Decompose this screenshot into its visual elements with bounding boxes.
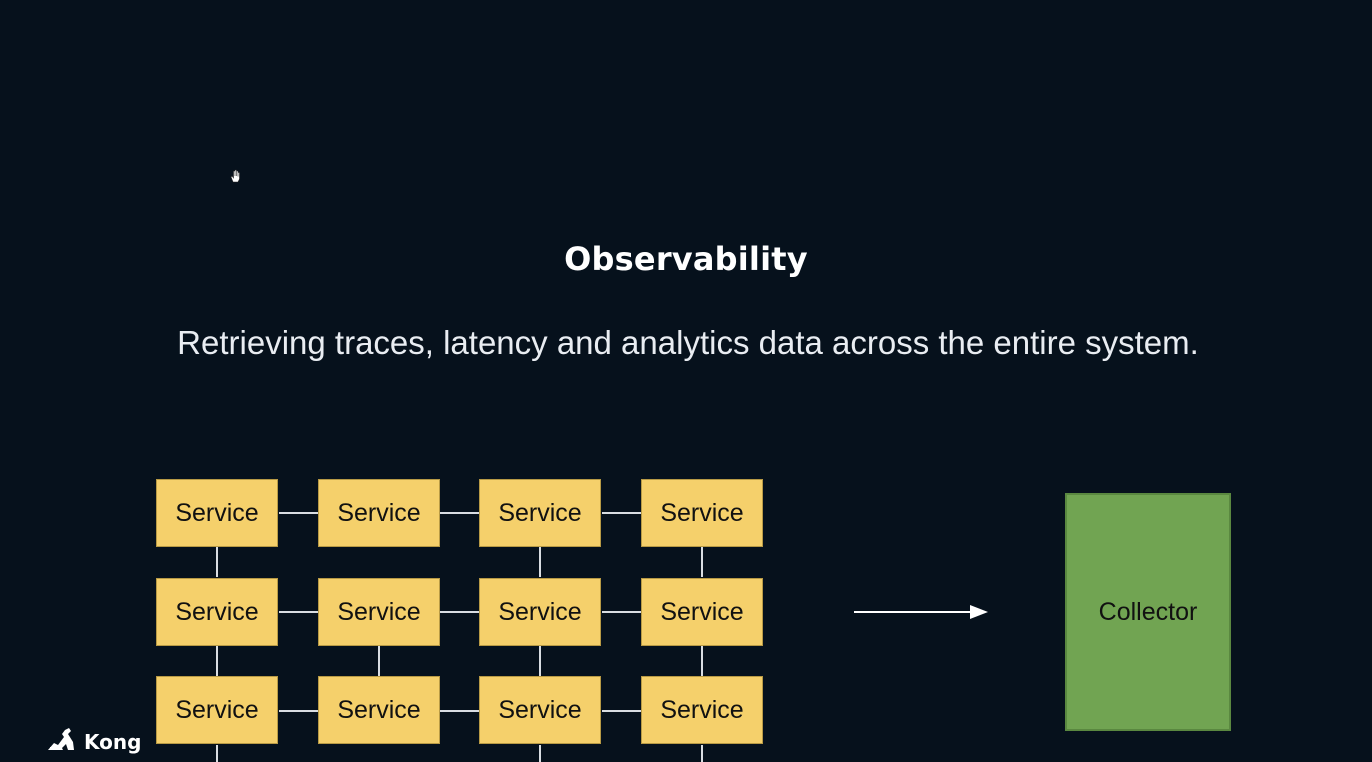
slide-title: Observability — [564, 240, 808, 278]
connector-line — [539, 547, 541, 577]
connector-line — [602, 512, 641, 514]
service-box: Service — [318, 479, 440, 547]
connector-line — [440, 710, 479, 712]
connector-line — [539, 745, 541, 762]
connector-line — [602, 710, 641, 712]
connector-line — [440, 611, 479, 613]
connector-line — [279, 512, 318, 514]
service-box: Service — [156, 578, 278, 646]
service-box: Service — [641, 676, 763, 744]
service-box: Service — [641, 479, 763, 547]
connector-line — [602, 611, 641, 613]
service-box: Service — [479, 676, 601, 744]
service-box: Service — [318, 676, 440, 744]
connector-line — [440, 512, 479, 514]
brand-name: Kong — [84, 729, 142, 754]
connector-line — [279, 611, 318, 613]
connector-line — [701, 745, 703, 762]
connector-line — [216, 745, 218, 762]
collector-box: Collector — [1065, 493, 1231, 731]
kong-logo: Kong — [46, 726, 141, 757]
connector-line — [279, 710, 318, 712]
service-box: Service — [641, 578, 763, 646]
kong-logo-icon — [46, 726, 76, 757]
service-box: Service — [479, 479, 601, 547]
connector-line — [701, 646, 703, 676]
hand-cursor-icon — [228, 168, 244, 184]
service-box: Service — [318, 578, 440, 646]
service-box: Service — [479, 578, 601, 646]
connector-line — [378, 646, 380, 676]
connector-line — [539, 646, 541, 676]
slide-subtitle: Retrieving traces, latency and analytics… — [177, 324, 1199, 361]
service-box: Service — [156, 676, 278, 744]
service-box: Service — [156, 479, 278, 547]
arrow-right-icon — [970, 605, 988, 619]
connector-line — [216, 646, 218, 676]
connector-line — [216, 547, 218, 577]
arrow-shaft — [854, 611, 972, 613]
connector-line — [701, 547, 703, 577]
